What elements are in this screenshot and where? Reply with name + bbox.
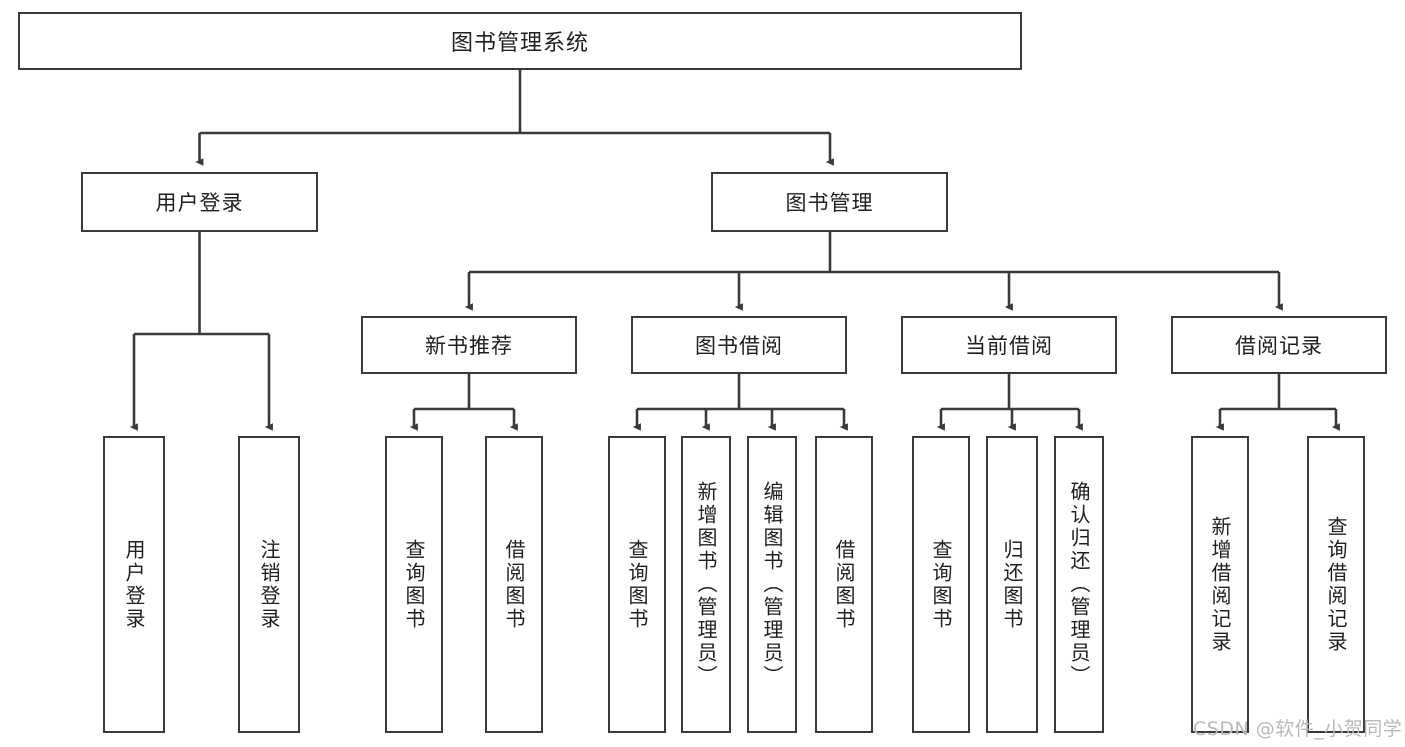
- node-leaf-borrow-book-1-label: 借阅图书: [502, 538, 526, 631]
- node-book-management[interactable]: 图书管理: [711, 172, 948, 232]
- node-leaf-query-book-2-label: 查询图书: [625, 538, 649, 631]
- node-leaf-query-book-1-label: 查询图书: [402, 538, 426, 631]
- node-leaf-query-book-3-label: 查询图书: [929, 538, 953, 631]
- node-borrow-record[interactable]: 借阅记录: [1171, 316, 1387, 374]
- node-leaf-return-book-label: 归还图书: [1000, 538, 1024, 631]
- node-book-borrow-label: 图书借阅: [695, 334, 783, 358]
- node-new-book-recommend[interactable]: 新书推荐: [361, 316, 577, 374]
- node-leaf-edit-book[interactable]: 编辑图书（管理员）: [747, 436, 797, 733]
- node-leaf-logout[interactable]: 注销登录: [238, 436, 300, 733]
- node-book-management-label: 图书管理: [785, 191, 874, 215]
- node-current-borrow-label: 当前借阅: [965, 334, 1053, 358]
- node-leaf-borrow-book-2[interactable]: 借阅图书: [815, 436, 873, 733]
- node-book-borrow[interactable]: 图书借阅: [631, 316, 847, 374]
- node-root-label: 图书管理系统: [450, 31, 589, 56]
- node-borrow-record-label: 借阅记录: [1235, 334, 1323, 358]
- node-leaf-query-book-1[interactable]: 查询图书: [385, 436, 443, 733]
- node-leaf-confirm-return[interactable]: 确认归还（管理员）: [1054, 436, 1104, 733]
- node-leaf-add-book[interactable]: 新增图书（管理员）: [681, 436, 731, 733]
- node-leaf-query-borrow-record[interactable]: 查询借阅记录: [1307, 436, 1365, 733]
- node-leaf-query-book-2[interactable]: 查询图书: [608, 436, 666, 733]
- node-leaf-return-book[interactable]: 归还图书: [986, 436, 1038, 733]
- node-leaf-query-borrow-record-label: 查询借阅记录: [1324, 515, 1348, 654]
- node-user-login-label: 用户登录: [155, 191, 244, 215]
- node-leaf-user-login-label: 用户登录: [122, 538, 146, 631]
- node-new-book-recommend-label: 新书推荐: [425, 334, 513, 358]
- node-leaf-user-login[interactable]: 用户登录: [103, 436, 165, 733]
- node-leaf-borrow-book-1[interactable]: 借阅图书: [485, 436, 543, 733]
- node-leaf-add-book-label: 新增图书（管理员）: [694, 481, 718, 688]
- node-leaf-confirm-return-label: 确认归还（管理员）: [1067, 481, 1091, 688]
- node-current-borrow[interactable]: 当前借阅: [901, 316, 1117, 374]
- node-leaf-edit-book-label: 编辑图书（管理员）: [760, 481, 784, 688]
- node-root[interactable]: 图书管理系统: [18, 12, 1022, 70]
- csdn-watermark: CSDN @软件_小贺同学: [1193, 718, 1403, 740]
- node-leaf-add-borrow-record[interactable]: 新增借阅记录: [1191, 436, 1249, 733]
- node-leaf-add-borrow-record-label: 新增借阅记录: [1208, 515, 1232, 654]
- node-leaf-logout-label: 注销登录: [257, 538, 281, 631]
- node-leaf-borrow-book-2-label: 借阅图书: [832, 538, 856, 631]
- node-leaf-query-book-3[interactable]: 查询图书: [912, 436, 970, 733]
- node-user-login[interactable]: 用户登录: [81, 172, 318, 232]
